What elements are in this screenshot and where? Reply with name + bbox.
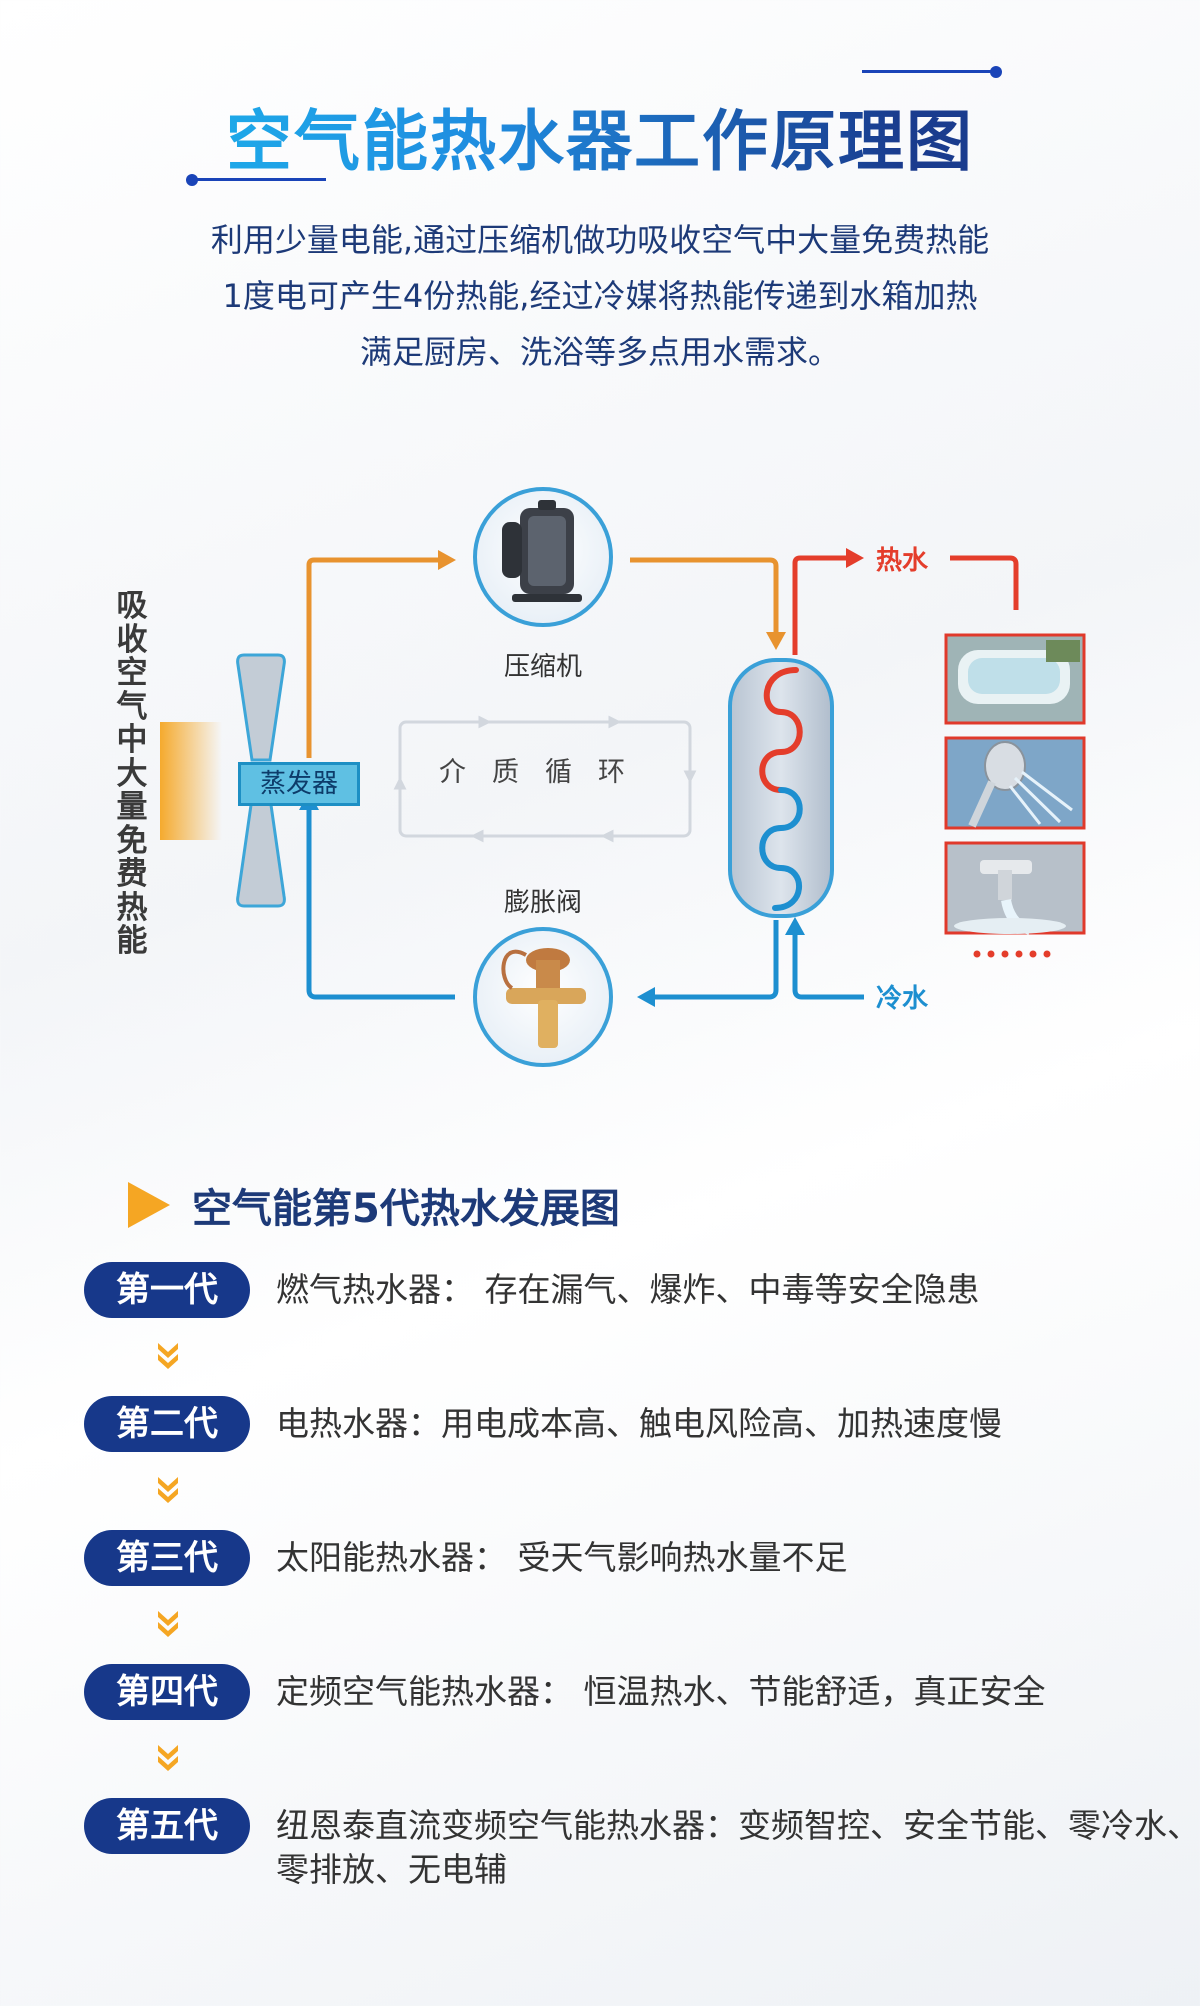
intro-text: 利用少量电能,通过压缩机做功吸收空气中大量免费热能 1度电可产生4份热能,经过冷…: [0, 212, 1200, 380]
cycle-label: 介质循环: [439, 757, 651, 788]
generation-badge: 第一代: [84, 1262, 250, 1318]
cold-water-label: 冷水: [876, 984, 929, 1014]
chevron-down-icon: [158, 1745, 178, 1771]
title-deco-dot-bottom: [186, 174, 198, 186]
arrow-to-compressor: [438, 550, 456, 570]
generation-badge: 第四代: [84, 1664, 250, 1720]
chevron-down-icon: [158, 1611, 178, 1637]
cold-water-inlet: [792, 935, 864, 1000]
bathtub-icon: [944, 633, 1086, 725]
refrigerant-path-cold: [306, 810, 779, 1000]
hot-water-label: 热水: [876, 546, 929, 576]
side-label: 吸收空气中大量免费热能: [116, 588, 148, 959]
cycle-box: [393, 715, 697, 843]
generation-badge: 第五代: [84, 1798, 250, 1854]
warm-air-band: [160, 722, 222, 840]
chevron-down-icon: [158, 1477, 178, 1503]
intro-line-3: 满足厨房、洗浴等多点用水需求。: [359, 333, 840, 371]
title-deco-line-top: [862, 70, 992, 73]
evaporator-label: 蒸发器: [238, 762, 360, 806]
page-title: 空气能热水器工作原理图: [0, 88, 1200, 184]
expansion-valve-label: 膨胀阀: [503, 888, 582, 918]
intro-line-2: 1度电可产生4份热能,经过冷媒将热能传递到水箱加热: [222, 277, 978, 315]
fan-icon: [236, 653, 286, 908]
hot-water-arrow: [846, 548, 864, 568]
title-deco-dot-top: [990, 66, 1002, 78]
faucet-icon: [944, 841, 1086, 935]
hot-water-outlet: [792, 555, 1019, 655]
intro-line-1: 利用少量电能,通过压缩机做功吸收空气中大量免费热能: [210, 221, 990, 259]
arrow-to-valve: [637, 987, 655, 1007]
shower-icon: [944, 736, 1086, 830]
water-tank-icon: [728, 658, 834, 918]
chevron-down-icon: [158, 1343, 178, 1369]
generation-desc: 燃气热水器： 存在漏气、爆炸、中毒等安全隐患: [276, 1270, 980, 1309]
arrow-to-tank: [766, 632, 786, 650]
generation-desc: 太阳能热水器： 受天气影响热水量不足: [276, 1538, 848, 1577]
title-deco-line-bottom: [196, 178, 326, 181]
more-dots: [973, 950, 1051, 958]
play-triangle-icon: [128, 1182, 170, 1228]
generation-badge: 第三代: [84, 1530, 250, 1586]
expansion-valve-icon: [473, 927, 613, 1067]
generation-badge: 第二代: [84, 1396, 250, 1452]
compressor-icon: [473, 487, 613, 627]
generation-desc: 定频空气能热水器： 恒温热水、节能舒适，真正安全: [276, 1672, 1046, 1711]
generation-desc: 电热水器：用电成本高、触电风险高、加热速度慢: [276, 1404, 1002, 1443]
compressor-label: 压缩机: [503, 652, 582, 682]
working-principle-diagram: [160, 487, 1086, 1067]
generation-desc: 纽恩泰直流变频空气能热水器：变频智控、安全节能、零冷水、零排放、无电辅: [276, 1806, 1200, 1889]
section-title: 空气能第5代热水发展图: [192, 1186, 620, 1232]
refrigerant-path-hot: [306, 557, 779, 758]
cold-water-arrow: [785, 917, 805, 935]
